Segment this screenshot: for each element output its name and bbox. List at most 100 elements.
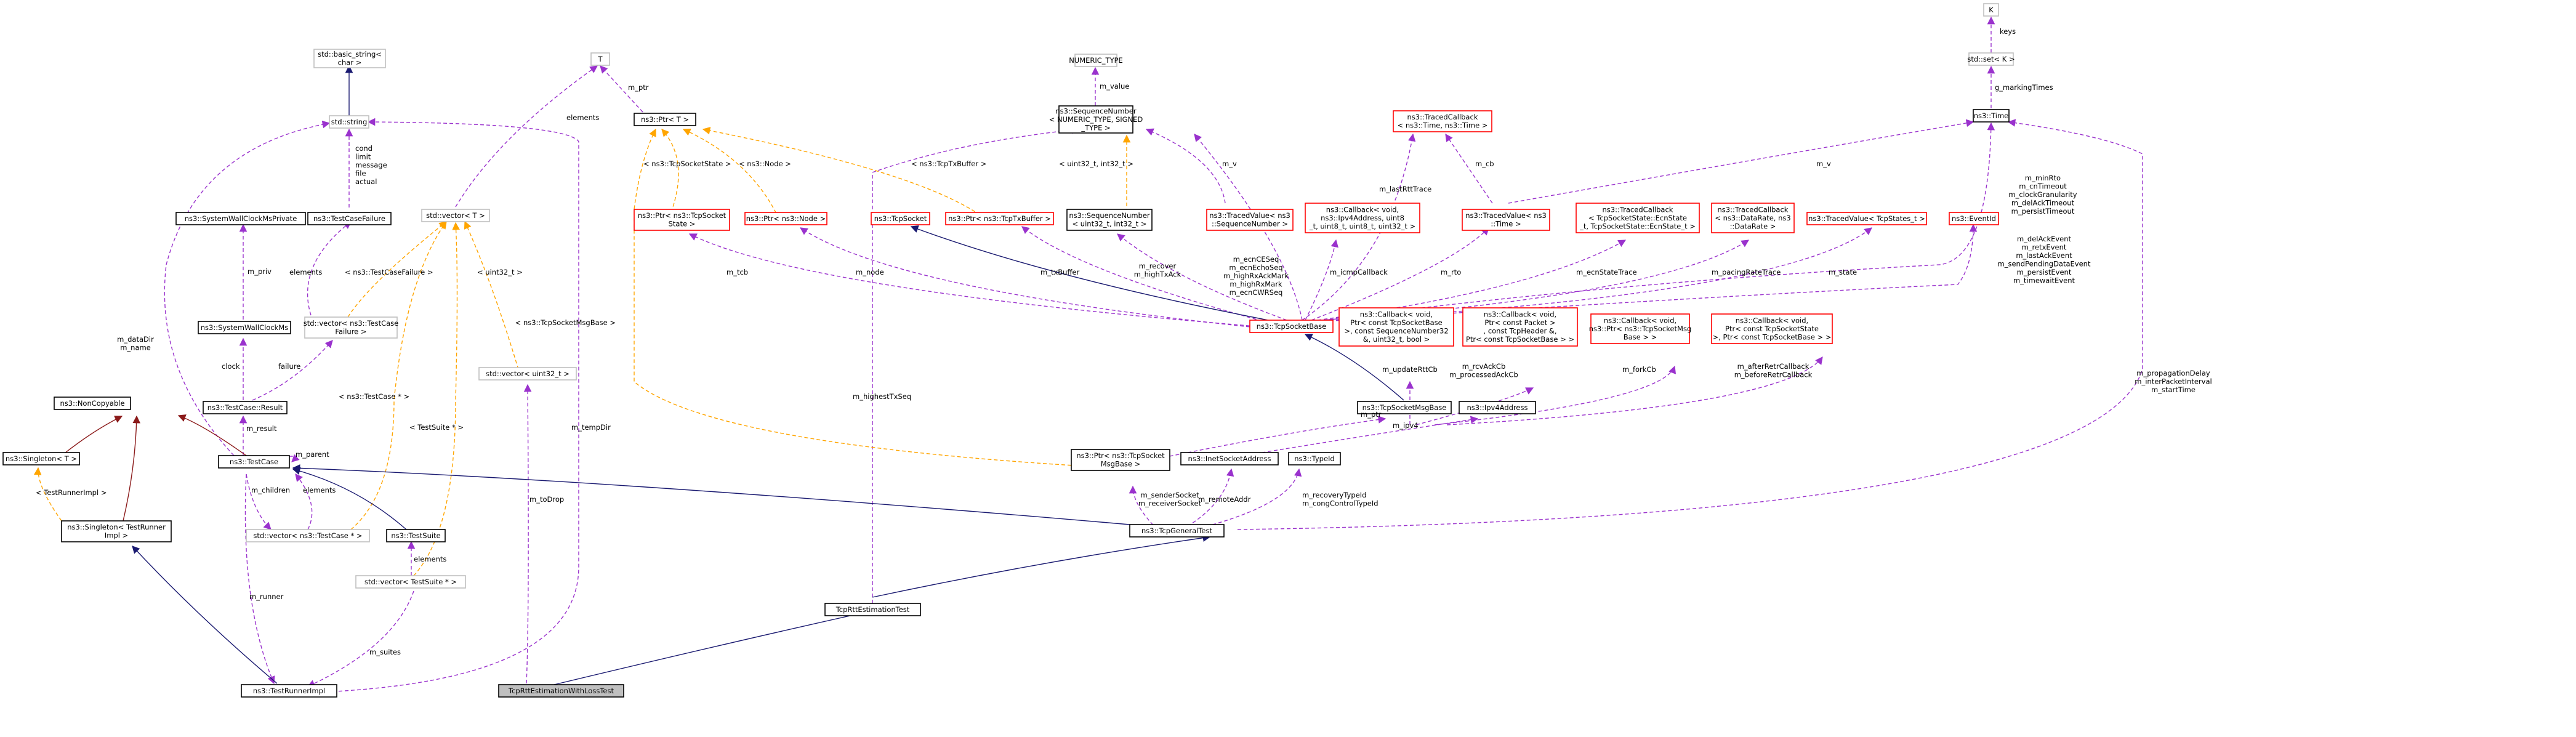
- class-node-tracedvaluestates[interactable]: ns3::TracedValue< TcpStates_t >: [1806, 212, 1927, 225]
- class-node-swcm[interactable]: ns3::SystemWallClockMs: [198, 321, 291, 334]
- edge-label-elements3: elements: [303, 486, 336, 494]
- edge-label-elements2: elements: [289, 268, 322, 276]
- class-node-box: [1249, 320, 1334, 333]
- class-node-cbipv4[interactable]: ns3::Callback< void,ns3::Ipv4Address, ui…: [1305, 203, 1420, 233]
- class-node-eventid[interactable]: ns3::EventId: [1949, 212, 1999, 225]
- class-node-box: [313, 49, 386, 68]
- class-node-label: Impl >: [105, 531, 128, 540]
- class-node-t[interactable]: T: [590, 52, 610, 66]
- class-node-label: ns3::TestRunnerImpl: [253, 687, 325, 695]
- class-node-cbmsgbase[interactable]: ns3::Callback< void,ns3::Ptr< ns3::TcpSo…: [1589, 313, 1692, 344]
- edge-inherit-general-rtt: [872, 534, 1211, 598]
- class-node-ipv4address[interactable]: ns3::Ipv4Address: [1459, 401, 1536, 414]
- class-node-tcpsocketmsgbase[interactable]: ns3::TcpSocketMsgBase: [1357, 401, 1452, 414]
- class-node-stdsetk[interactable]: std::set< K >: [1967, 52, 2015, 66]
- class-node-seqnumu32[interactable]: ns3::SequenceNumber< uint32_t, int32_t >: [1066, 209, 1153, 231]
- edge-parent: [276, 454, 300, 462]
- edge-label-text: elements: [414, 555, 446, 563]
- class-node-swcmpriv[interactable]: ns3::SystemWallClockMsPrivate: [175, 212, 306, 225]
- class-node-vectestcase[interactable]: std::vector< ns3::TestCase * >: [246, 529, 370, 542]
- edge-label-node-tpl: < ns3::Node >: [739, 159, 791, 168]
- edge-label-text: m_v: [1222, 159, 1237, 168]
- edge-label-text: m_icmpCallback: [1330, 268, 1388, 276]
- edge-minrto: [1323, 122, 1995, 321]
- class-node-label: char >: [338, 58, 362, 67]
- class-node-numeric[interactable]: NUMERIC_TYPE: [1069, 54, 1123, 67]
- class-node-tcprttloss[interactable]: TcpRttEstimationWithLossTest: [498, 684, 624, 698]
- edge-forkcb: [1434, 365, 1676, 425]
- class-node-box: [1983, 3, 1999, 17]
- edge-label-text: m_delAckTimeout: [2011, 199, 2075, 207]
- edge-label-text: m_persistEvent: [2017, 268, 2072, 276]
- class-node-label: TcpRttEstimationWithLossTest: [508, 687, 614, 695]
- class-node-vectestsuite[interactable]: std::vector< TestSuite * >: [355, 575, 466, 589]
- class-node-tracedvaluetime[interactable]: ns3::TracedValue< ns3::Time >: [1462, 209, 1550, 231]
- edge-label-m-cb: m_cb: [1475, 159, 1494, 168]
- class-node-tcpsocketbase[interactable]: ns3::TcpSocketBase: [1249, 320, 1334, 333]
- edge-label-text: m_afterRetrCallback: [1737, 362, 1809, 371]
- class-node-label: ns3::Ptr< ns3::TcpSocket: [1076, 451, 1165, 460]
- class-node-ptrnode[interactable]: ns3::Ptr< ns3::Node >: [744, 212, 827, 225]
- edge-label-text: m_sendPendingDataEvent: [1998, 260, 2091, 268]
- class-node-testcasefailure[interactable]: ns3::TestCaseFailure: [307, 212, 392, 225]
- class-node-time[interactable]: ns3::Time: [1973, 109, 2010, 123]
- class-node-box: [1459, 401, 1536, 414]
- class-node-basicstring[interactable]: std::basic_string<char >: [313, 49, 386, 68]
- edge-label-text: m_result: [246, 424, 277, 433]
- edge-label-text: cond: [355, 144, 372, 153]
- edge-txbuffer: [1021, 226, 1269, 323]
- edge-label-text: m_delAckEvent: [2017, 235, 2072, 243]
- edge-label-text: m_cb: [1475, 159, 1494, 168]
- class-node-vecfailure[interactable]: std::vector< ns3::TestCaseFailure >: [304, 316, 398, 339]
- class-node-label: NUMERIC_TYPE: [1069, 56, 1123, 65]
- class-node-tcpgeneraltest[interactable]: ns3::TcpGeneralTest: [1129, 524, 1225, 538]
- class-node-label: ns3::TracedValue< TcpStates_t >: [1808, 214, 1925, 223]
- class-node-label: Ptr< const TcpSocketBase: [1350, 318, 1442, 327]
- edge-label-text: m_processedAckCb: [1449, 371, 1518, 379]
- class-node-ptrtcptxbuffer[interactable]: ns3::Ptr< ns3::TcpTxBuffer >: [945, 212, 1054, 225]
- edge-label-text: m_children: [251, 486, 290, 494]
- class-node-result[interactable]: ns3::TestCase::Result: [203, 401, 288, 414]
- class-node-label: ns3::Ipv4Address, uint8: [1321, 214, 1404, 222]
- edge-label-m-priv: m_priv: [248, 267, 272, 276]
- class-node-label: ns3::SystemWallClockMs: [201, 323, 288, 332]
- class-node-ptrmsgbase[interactable]: ns3::Ptr< ns3::TcpSocketMsgBase >: [1071, 449, 1170, 471]
- class-node-box: [498, 684, 624, 698]
- class-node-cbpacket[interactable]: ns3::Callback< void,Ptr< const Packet >,…: [1462, 307, 1578, 347]
- class-node-tcpsocket[interactable]: ns3::TcpSocket: [871, 212, 930, 225]
- class-node-cbptrseq[interactable]: ns3::Callback< void,Ptr< const TcpSocket…: [1338, 307, 1454, 347]
- class-node-singletonrunner[interactable]: ns3::Singleton< TestRunnerImpl >: [61, 520, 172, 542]
- class-node-ptrtcpsocketstate[interactable]: ns3::Ptr< ns3::TcpSocketState >: [634, 209, 730, 231]
- class-node-tracedcbtime[interactable]: ns3::TracedCallback< ns3::Time, ns3::Tim…: [1393, 110, 1492, 132]
- class-node-box: [198, 321, 291, 334]
- class-node-tracedvalueseq[interactable]: ns3::TracedValue< ns3::SequenceNumber >: [1206, 209, 1294, 231]
- class-node-vectort[interactable]: std::vector< T >: [421, 209, 490, 222]
- class-node-cbstate[interactable]: ns3::Callback< void,Ptr< const TcpSocket…: [1711, 313, 1833, 344]
- class-node-tcprttest[interactable]: TcpRttEstimationTest: [824, 603, 921, 616]
- class-node-typeid[interactable]: ns3::TypeId: [1288, 452, 1341, 465]
- class-node-seqnum[interactable]: ns3::SequenceNumber< NUMERIC_TYPE, SIGNE…: [1049, 105, 1143, 134]
- edge-label-text: < uint32_t, int32_t >: [1059, 159, 1133, 168]
- class-node-stdstring[interactable]: std::string: [329, 115, 369, 129]
- class-node-box: [246, 529, 370, 542]
- class-node-testcase[interactable]: ns3::TestCase: [218, 455, 290, 469]
- class-node-label: std::string: [331, 118, 368, 126]
- class-node-ptrt[interactable]: ns3::Ptr< T >: [634, 113, 696, 126]
- class-node-noncopyable[interactable]: ns3::NonCopyable: [54, 397, 131, 410]
- class-node-box: [1968, 52, 2014, 66]
- edge-label-msgbase-tpl: < ns3::TcpSocketMsgBase >: [515, 318, 616, 327]
- class-node-testrunnerimpl[interactable]: ns3::TestRunnerImpl: [241, 684, 337, 698]
- class-node-label: TcpRttEstimationTest: [835, 605, 910, 614]
- class-node-box: [824, 603, 921, 616]
- class-node-k[interactable]: K: [1983, 3, 1999, 17]
- class-node-testsuite[interactable]: ns3::TestSuite: [386, 529, 446, 542]
- class-node-tracedcbdatarate[interactable]: ns3::TracedCallback< ns3::DataRate, ns3:…: [1711, 203, 1795, 233]
- class-node-tracedcbecn[interactable]: ns3::TracedCallback< TcpSocketState::Ecn…: [1576, 203, 1700, 233]
- class-node-vecu32[interactable]: std::vector< uint32_t >: [478, 367, 577, 381]
- class-node-box: [421, 209, 490, 222]
- class-node-inetsocketaddress[interactable]: ns3::InetSocketAddress: [1180, 452, 1279, 465]
- class-node-singletont[interactable]: ns3::Singleton< T >: [2, 452, 80, 465]
